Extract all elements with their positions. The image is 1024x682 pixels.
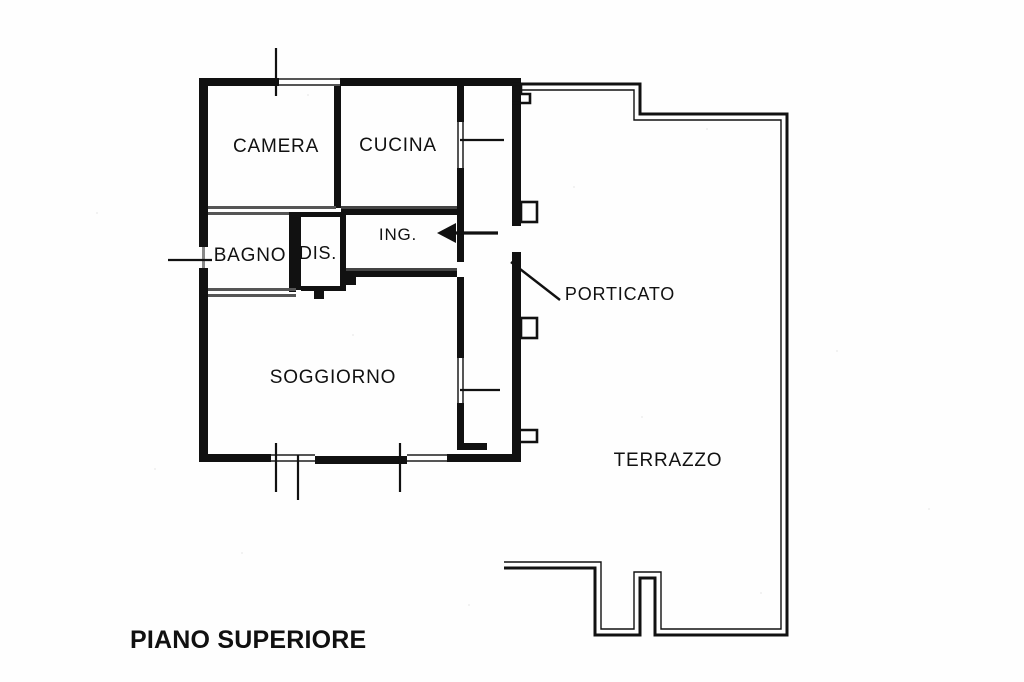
window-camera-top-outline-b [279,84,340,86]
wall-bagno-bottom-a [208,288,296,291]
room-label-soggiorno: SOGGIORNO [270,367,397,388]
window-jamb-left-bot [199,268,208,272]
apartment-outer-walls [199,78,521,464]
wall-left-lower [199,272,208,462]
wall-top-left [199,78,279,86]
room-labels: CAMERA CUCINA BAGNO DIS. ING. SOGGIORNO … [214,135,723,471]
terrace-parapet-inner [504,89,782,630]
window-cucina-right-a [457,122,459,168]
door-jamb-entry-bot [512,252,521,258]
wall-ing-right [457,216,464,262]
wall-right-bottom-cap [487,454,521,462]
room-label-terrazzo: TERRAZZO [614,450,723,471]
window-sill-left [202,247,205,268]
window-jamb-left-top [199,243,208,247]
wall-under-camera-b [208,212,336,215]
porticato-pilasters [512,82,539,444]
wall-right-upper2 [512,92,521,220]
wall-right-mid [512,258,521,454]
sheet-title: PIANO SUPERIORE [130,626,367,654]
entrance-direction-arrow [437,223,498,243]
wall-ing-bottom-a [346,268,457,271]
wall-dis-bottom [301,286,346,291]
wall-soggiorno-right-foot [457,443,487,450]
wall-dis-right [340,212,346,286]
window-bottom-2-b [407,460,447,462]
room-label-bagno: BAGNO [214,245,287,266]
wall-ing-bottom-b [346,271,457,277]
wall-soggiorno-right-upper [457,277,464,358]
wall-under-camera-a [208,206,336,209]
pilaster-lower [519,316,539,340]
wall-cucina-ing [341,209,457,215]
room-label-porticato: PORTICATO [565,284,675,304]
door-jamb-dis-bottom [314,291,324,299]
wall-dis-top [296,212,346,217]
wall-cucina-right-lower [457,168,464,216]
room-label-camera: CAMERA [233,136,319,157]
window-soggiorno-right-a [457,358,459,403]
interior-partitions [208,86,487,450]
window-bottom-1-a [271,454,315,456]
wall-under-cucina-a [341,206,457,209]
wall-bottom-seg3 [447,454,487,462]
terrace-parapet-outer [504,82,789,637]
pilaster-top-notch [512,82,532,105]
door-jamb-entry-top [512,220,521,226]
pilaster-upper [519,200,539,224]
wall-dis-left [296,212,301,290]
room-label-dis: DIS. [299,243,337,263]
porticato-terrazzo-inner-line [504,89,782,630]
room-label-ing: ING. [379,225,417,244]
wall-cucina-right-upper [457,86,464,122]
wall-soggiorno-right-lower [457,403,464,443]
porticato-terrazzo-outline [504,82,789,637]
window-soggiorno-right-b [462,358,464,403]
opening-tick-marks [168,48,504,500]
window-camera-top-outline-a [279,78,340,80]
wall-bagno-bottom-b [208,294,296,297]
wall-top-right [340,78,520,86]
window-cucina-right-b [462,122,464,168]
wall-camera-cucina [334,86,341,208]
entrance-arrow-head [437,223,456,243]
porticato-leader-line [510,261,561,301]
wall-bottom-seg2 [315,456,407,464]
door-jamb-ing-bottom [346,277,356,285]
window-bottom-2-a [407,454,447,456]
room-label-cucina: CUCINA [359,135,437,156]
wall-bagno-right [289,212,296,292]
wall-left-upper [199,78,208,243]
wall-bottom-seg1 [199,454,271,462]
pilaster-bottom-notch [521,428,539,444]
window-bottom-1-b [271,460,315,462]
